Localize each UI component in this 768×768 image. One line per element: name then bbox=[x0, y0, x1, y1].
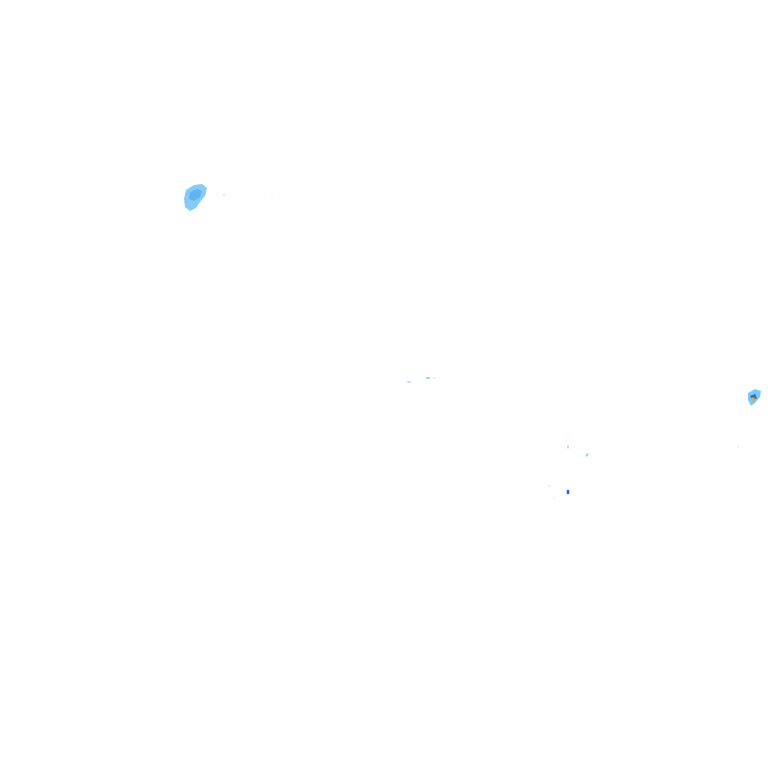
echo-speck-center-1 bbox=[407, 381, 411, 383]
echo-speck-south-2 bbox=[585, 453, 589, 457]
echo-speck-northwest-2 bbox=[271, 194, 273, 196]
echo-speck-center-2 bbox=[426, 377, 430, 379]
echo-speck-south-4 bbox=[553, 497, 555, 499]
echo-speck-south-strong bbox=[566, 489, 570, 495]
echo-cell-center bbox=[407, 377, 435, 383]
echo-speck-south-3 bbox=[548, 485, 550, 487]
echo-cell-south bbox=[548, 445, 589, 499]
echo-speck-east-1 bbox=[737, 446, 739, 448]
echo-cell-east bbox=[737, 389, 761, 448]
echo-blob-east-core bbox=[750, 397, 756, 401]
echo-speck-center-3 bbox=[433, 377, 435, 379]
echo-blob-northwest-core bbox=[189, 189, 202, 201]
echo-speck-northwest-1 bbox=[223, 194, 225, 196]
echo-cell-northwest bbox=[184, 184, 273, 211]
echo-speck-south-1 bbox=[567, 445, 569, 449]
